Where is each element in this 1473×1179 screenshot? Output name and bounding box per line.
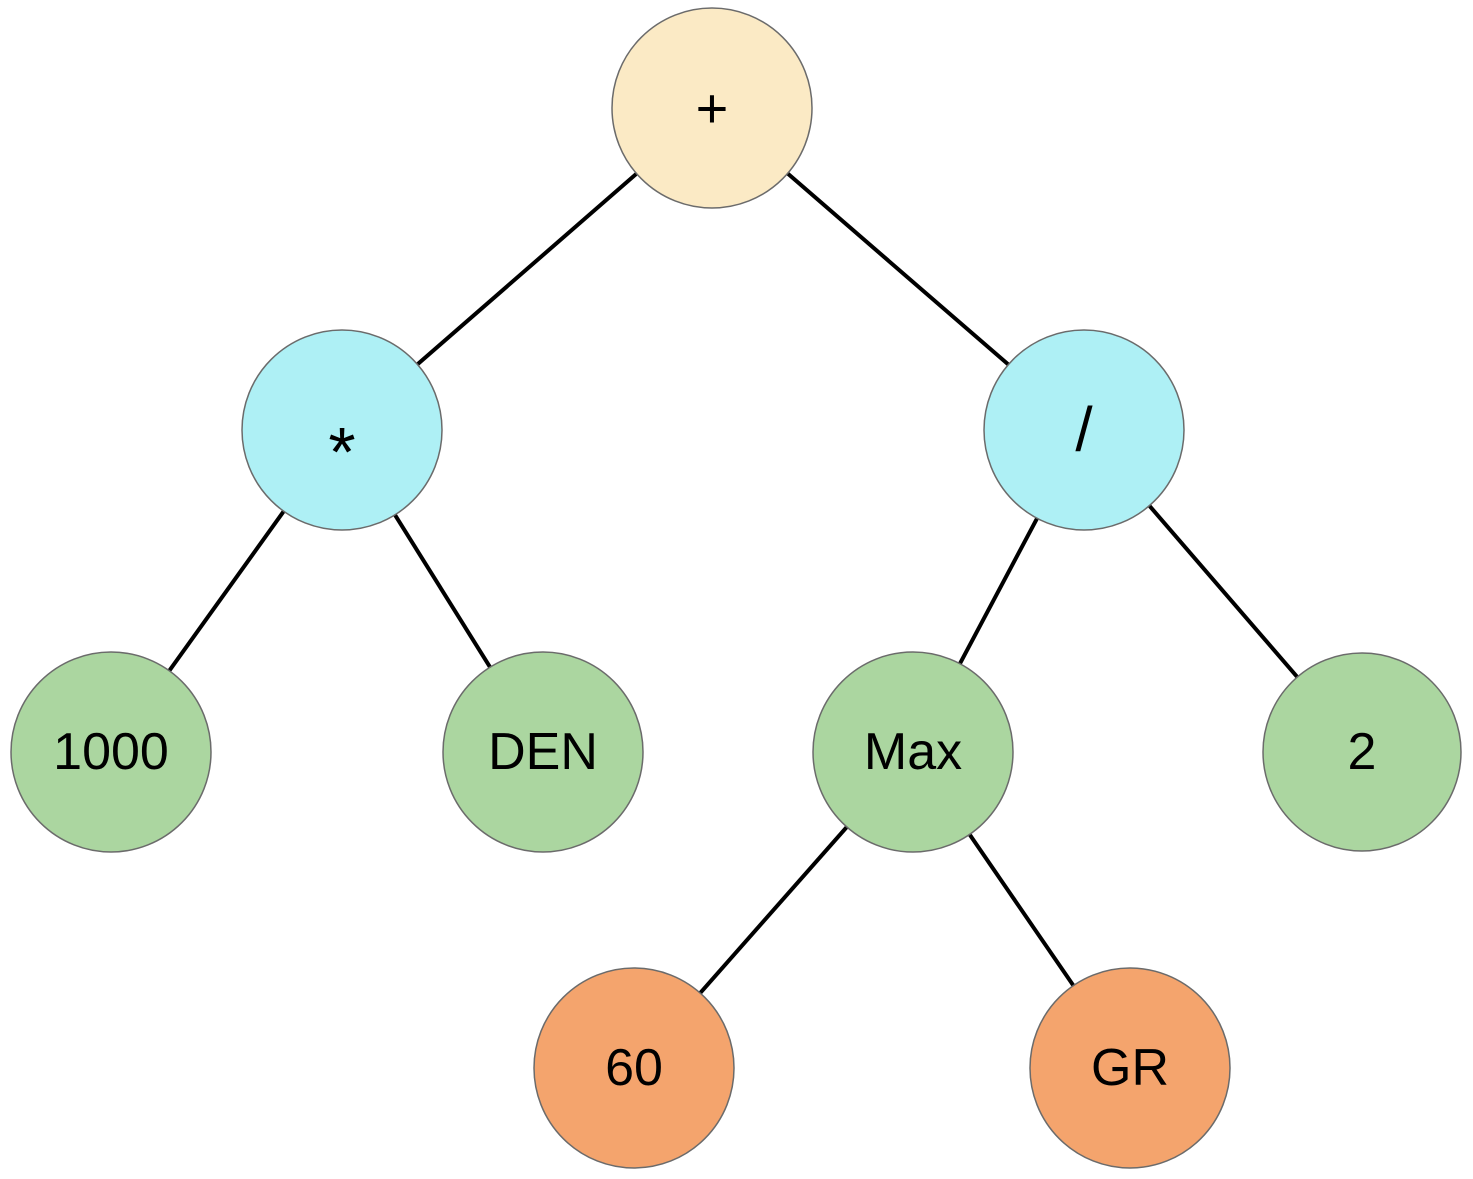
node-label-divide: / <box>1075 396 1093 465</box>
node-circle-max <box>812 651 1014 853</box>
node-circle-divide <box>983 329 1185 531</box>
node-circle-gr <box>1029 967 1231 1169</box>
node-circle-n2 <box>1262 652 1462 852</box>
node-label-den: DEN <box>488 723 598 781</box>
node-label-n60: 60 <box>605 1039 663 1097</box>
node-label-n1000: 1000 <box>53 723 169 781</box>
tree-node-gr: GR <box>1029 967 1231 1169</box>
node-circle-n60 <box>533 967 735 1169</box>
node-circle-den <box>442 651 644 853</box>
tree-node-times: * <box>241 329 443 531</box>
node-label-times: * <box>328 413 355 491</box>
node-label-plus: + <box>696 77 729 140</box>
tree-node-n1000: 1000 <box>10 651 212 853</box>
node-circle-times <box>241 329 443 531</box>
tree-node-divide: / <box>983 329 1185 531</box>
node-label-max: Max <box>864 723 962 781</box>
tree-node-n60: 60 <box>533 967 735 1169</box>
node-circle-plus <box>611 7 813 209</box>
tree-node-den: DEN <box>442 651 644 853</box>
tree-node-plus: + <box>611 7 813 209</box>
node-circle-n1000 <box>10 651 212 853</box>
node-label-n2: 2 <box>1348 723 1377 781</box>
node-label-gr: GR <box>1091 1039 1169 1097</box>
tree-node-n2: 2 <box>1262 652 1462 852</box>
tree-node-max: Max <box>812 651 1014 853</box>
